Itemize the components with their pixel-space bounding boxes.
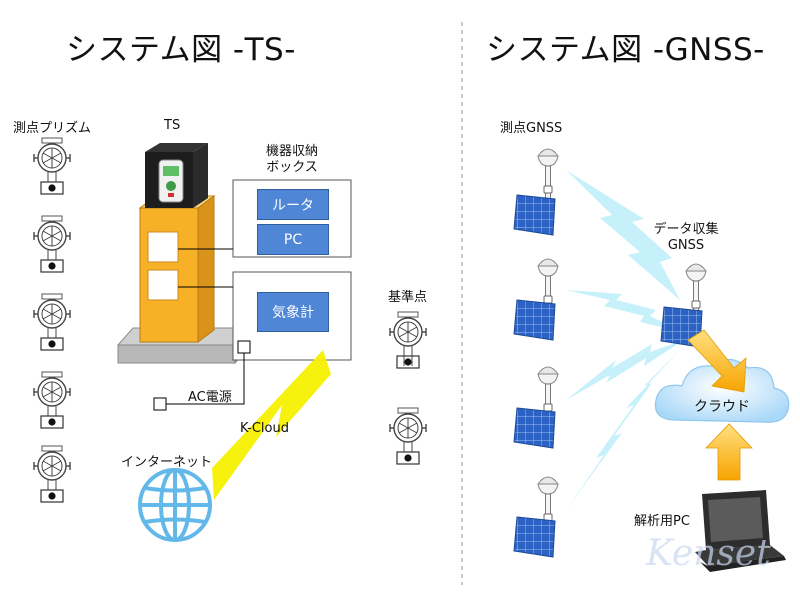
rover-gnss-group [513, 148, 559, 558]
base-gnss-label: データ収集 GNSS [653, 222, 719, 253]
prism-label: 測点プリズム [13, 121, 92, 136]
tower-window [147, 231, 179, 263]
internet-globe-icon [138, 468, 212, 542]
prism-icon [33, 293, 71, 351]
reference-prism-icon [389, 311, 427, 369]
prism-icon [33, 215, 71, 273]
ts-tower [138, 195, 216, 343]
ac-power-label: AC電源 [188, 390, 232, 405]
tower-window [147, 269, 179, 301]
wireless-signals [566, 170, 684, 510]
lightning-bolt [212, 350, 331, 500]
solar-panel-icon [513, 407, 556, 449]
ac-plug [153, 397, 167, 411]
prism-icon [33, 445, 71, 503]
ac-power-line [160, 353, 245, 405]
upload-arrow [687, 329, 747, 393]
solar-panel-icon [513, 194, 556, 236]
weather-station-box: 気象計 [257, 292, 329, 332]
ts-label: TS [164, 118, 181, 133]
router-box: ルータ [257, 189, 329, 220]
k-cloud-label: K-Cloud [240, 421, 289, 436]
gnss-title: システム図 -GNSS- [486, 32, 765, 68]
internet-label: インターネット [121, 455, 213, 470]
reference-prism-icon [389, 407, 427, 465]
pc-upload-arrow [705, 423, 753, 481]
equipment-box-label: 機器収納 ボックス [265, 144, 318, 175]
reference-point-label: 基準点 [388, 290, 428, 305]
total-station-icon [145, 143, 208, 208]
pc-box: PC [257, 224, 329, 255]
prism-icon [33, 137, 71, 195]
analysis-pc-label: 解析用PC [634, 514, 690, 529]
rover-gnss-label: 測点GNSS [500, 121, 563, 136]
solar-panel-icon [513, 299, 556, 341]
prism-icon [33, 371, 71, 429]
cloud-icon [654, 358, 790, 423]
watermark-logo: Kenset [646, 533, 771, 574]
ts-title: システム図 -TS- [66, 32, 296, 68]
solar-panel-icon [513, 516, 556, 558]
cloud-label: クラウド [694, 399, 750, 415]
power-outlet [237, 340, 251, 354]
prism-column [33, 137, 71, 503]
laptop-icon [695, 490, 786, 572]
